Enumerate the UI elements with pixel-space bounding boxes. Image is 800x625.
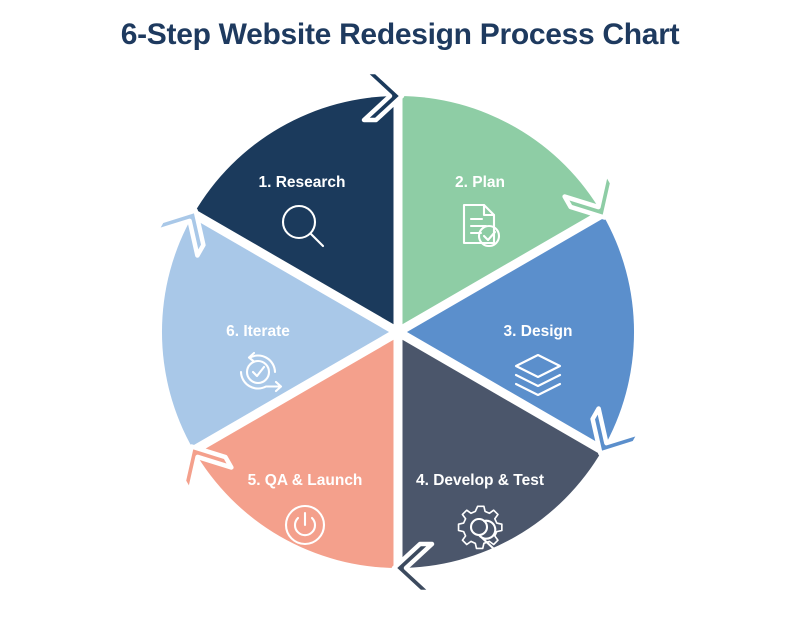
segment-qa-launch-wedge[interactable] <box>193 332 398 568</box>
flow-arrow-develop-to-qa <box>391 541 435 595</box>
segment-iterate[interactable]: 6. Iterate <box>161 214 398 450</box>
segment-dividers <box>186 90 610 574</box>
segment-research[interactable]: 1. Research <box>193 96 398 332</box>
divider-upper-left <box>186 207 401 336</box>
segment-iterate-wedge[interactable] <box>161 214 398 450</box>
segment-qa-launch-label: 5. QA & Launch <box>248 472 363 489</box>
segment-research-wedge[interactable] <box>193 96 398 332</box>
segment-plan-label: 2. Plan <box>455 174 505 191</box>
segment-iterate-label: 6. Iterate <box>226 323 290 340</box>
process-wheel: 1. Research 2. Plan 3. Design <box>130 60 670 610</box>
divider-upper-right <box>395 207 610 336</box>
chevron-right-icon <box>361 69 405 123</box>
chevron-up-left-icon <box>181 444 234 494</box>
flow-arrow-plan-to-design <box>562 170 615 220</box>
segment-plan-wedge[interactable] <box>398 96 603 332</box>
segment-research-label: 1. Research <box>258 174 345 191</box>
segment-plan[interactable]: 2. Plan <box>398 96 603 332</box>
chevron-left-icon <box>391 541 435 595</box>
segment-qa-launch[interactable]: 5. QA & Launch <box>193 332 398 568</box>
flow-arrow-iterate-to-research <box>153 208 206 258</box>
power-icon <box>284 504 326 546</box>
segment-develop-test[interactable]: 4. Develop & Test <box>398 332 603 568</box>
flow-arrow-research-to-plan <box>361 69 405 123</box>
segment-design-wedge[interactable] <box>398 214 635 450</box>
gear-wrench-icon <box>457 505 503 551</box>
page-title: 6-Step Website Redesign Process Chart <box>120 18 680 51</box>
refresh-check-icon <box>239 351 283 393</box>
magnifier-icon <box>281 204 325 248</box>
process-wheel-svg: 1. Research 2. Plan 3. Design <box>153 69 643 595</box>
chevron-down-left-icon <box>590 406 643 456</box>
divider-lower-right <box>395 328 610 457</box>
divider-lower-left <box>186 328 401 457</box>
flow-arrow-design-to-develop <box>590 406 643 456</box>
segment-design[interactable]: 3. Design <box>398 214 635 450</box>
segment-develop-test-label: 4. Develop & Test <box>416 472 544 489</box>
segment-develop-test-wedge[interactable] <box>398 332 603 568</box>
layers-icon <box>514 353 562 397</box>
segment-design-label: 3. Design <box>504 323 573 340</box>
document-check-icon <box>462 203 501 248</box>
flow-arrow-qa-to-iterate <box>181 444 234 494</box>
chevron-down-right-icon <box>562 170 615 220</box>
chevron-up-right-icon <box>153 208 206 258</box>
